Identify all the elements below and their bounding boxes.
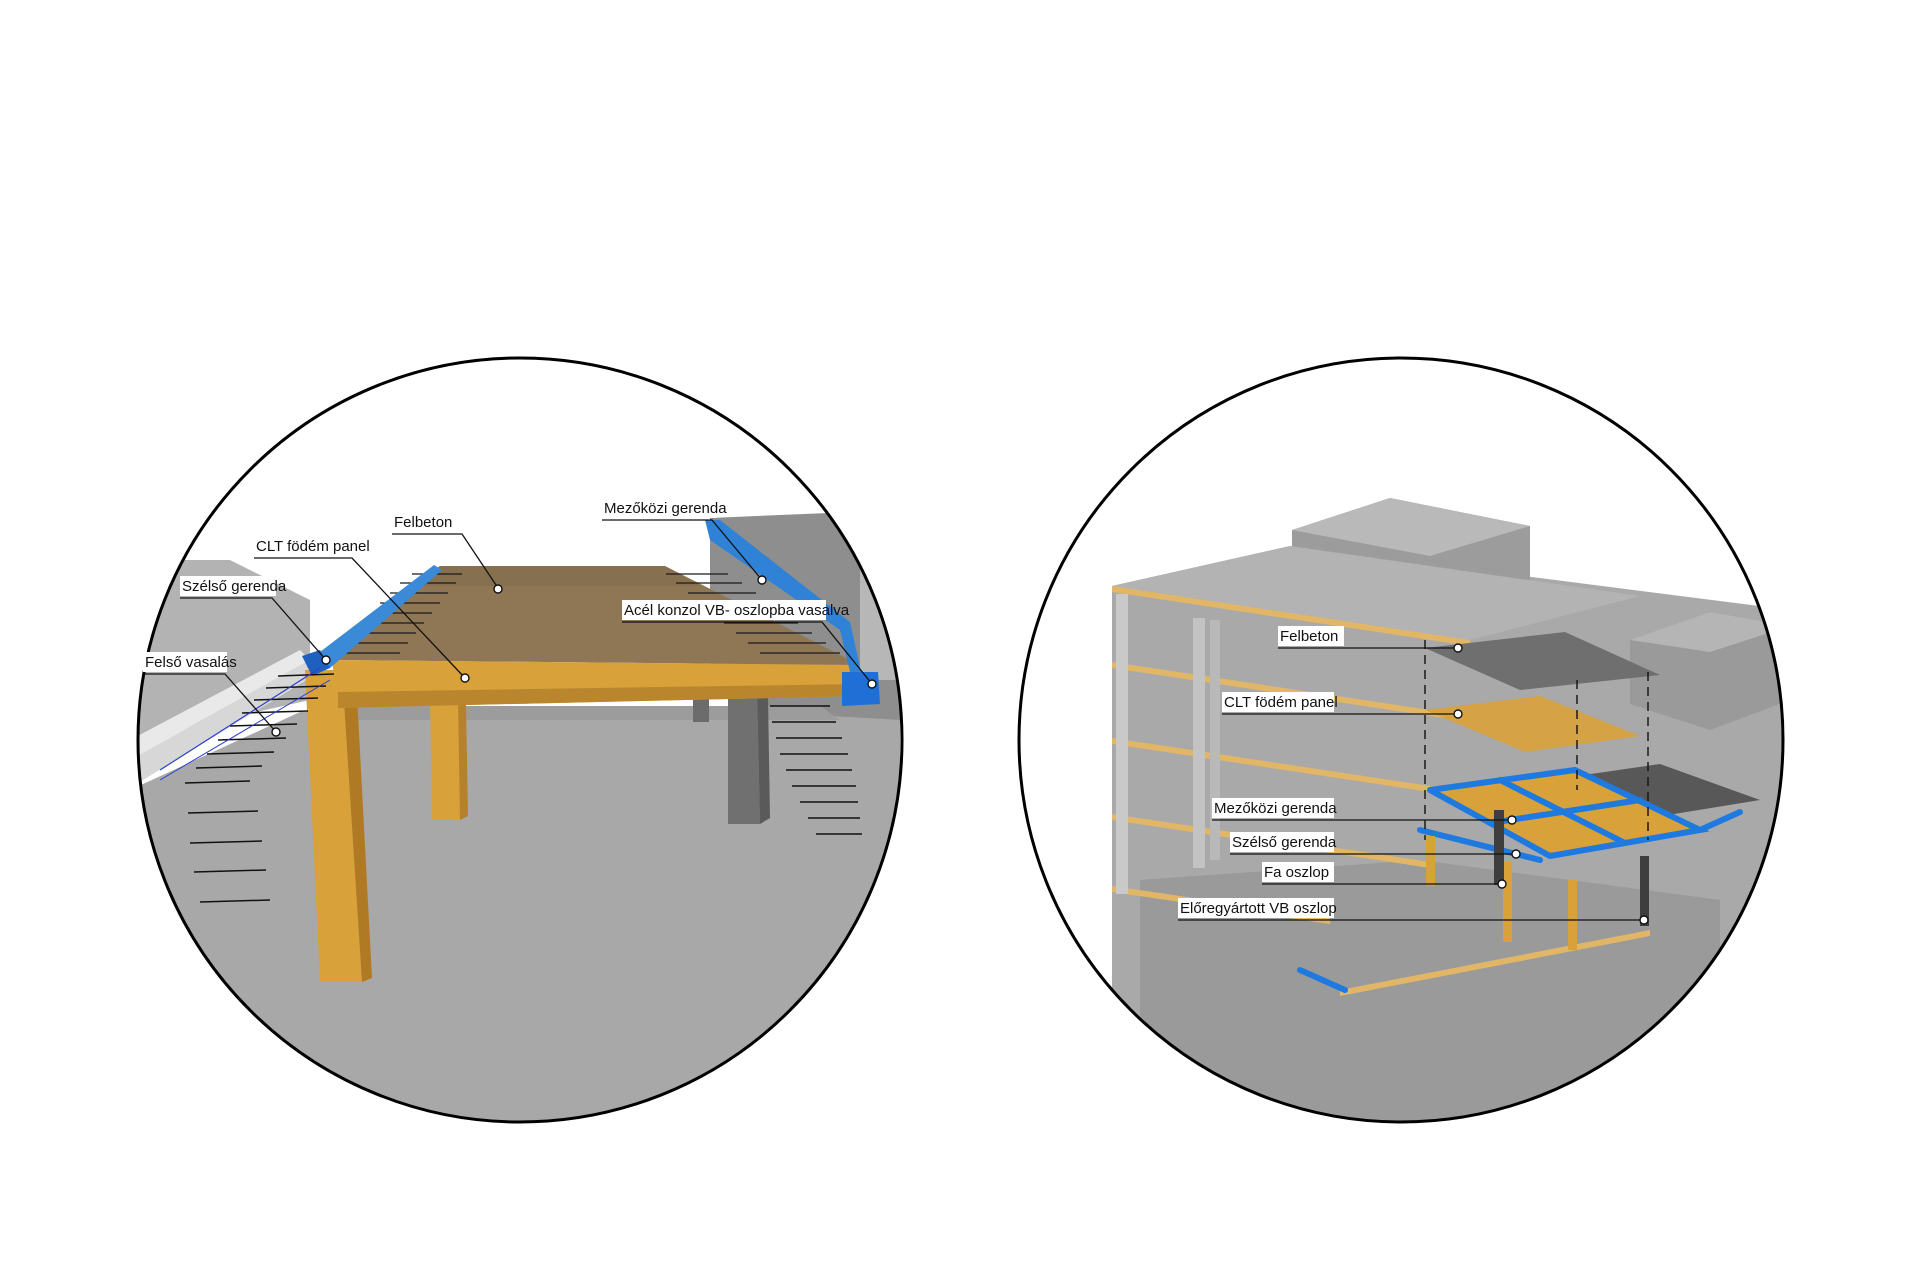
label-mezokozi-detail: Mezőközi gerenda: [604, 500, 727, 517]
callout-felso-vasalas-detail: Felső vasalás: [143, 652, 281, 737]
label-szelso-building: Szélső gerenda: [1232, 834, 1337, 851]
label-felso-vasalas-detail: Felső vasalás: [145, 654, 237, 671]
label-felbeton-building: Felbeton: [1280, 628, 1338, 645]
label-vb-oszlop-building: Előregyártott VB oszlop: [1180, 900, 1337, 917]
detail-view-frame: [136, 356, 904, 1124]
label-szelso-detail: Szélső gerenda: [182, 578, 287, 595]
label-acel-konzol-detail: Acél konzol VB- oszlopba vasalva: [624, 602, 850, 619]
building-view: Felbeton CLT födém panel Mezőközi gerend…: [1017, 356, 1785, 1124]
label-clt-detail: CLT födém panel: [256, 538, 370, 555]
label-clt-building: CLT födém panel: [1224, 694, 1338, 711]
callout-acel-konzol-detail: Acél konzol VB- oszlopba vasalva: [622, 600, 877, 689]
callout-szelso-building: Szélső gerenda: [1230, 832, 1521, 859]
callout-clt-building: CLT födém panel: [1222, 692, 1463, 719]
callout-felbeton-detail: Felbeton: [390, 512, 503, 594]
callout-clt-detail: CLT födém panel: [254, 536, 470, 683]
label-fa-oszlop-building: Fa oszlop: [1264, 864, 1329, 881]
rebars-right: [770, 705, 862, 835]
detail-view-drawing: [138, 358, 902, 1122]
callout-felbeton-building: Felbeton: [1278, 626, 1463, 653]
callout-mezokozi-building: Mezőközi gerenda: [1212, 798, 1517, 825]
detail-view: Felbeton CLT födém panel Szélső gerenda …: [136, 356, 904, 1124]
building-view-frame: [1017, 356, 1785, 1124]
callout-vb-oszlop-building: Előregyártott VB oszlop: [1178, 898, 1649, 925]
building-view-drawing: [1019, 358, 1783, 1122]
callout-mezokozi-detail: Mezőközi gerenda: [602, 498, 767, 585]
label-mezokozi-building: Mezőközi gerenda: [1214, 800, 1337, 817]
callout-fa-oszlop-building: Fa oszlop: [1262, 862, 1507, 889]
label-felbeton-detail: Felbeton: [394, 514, 452, 531]
callout-szelso-detail: Szélső gerenda: [180, 576, 331, 665]
